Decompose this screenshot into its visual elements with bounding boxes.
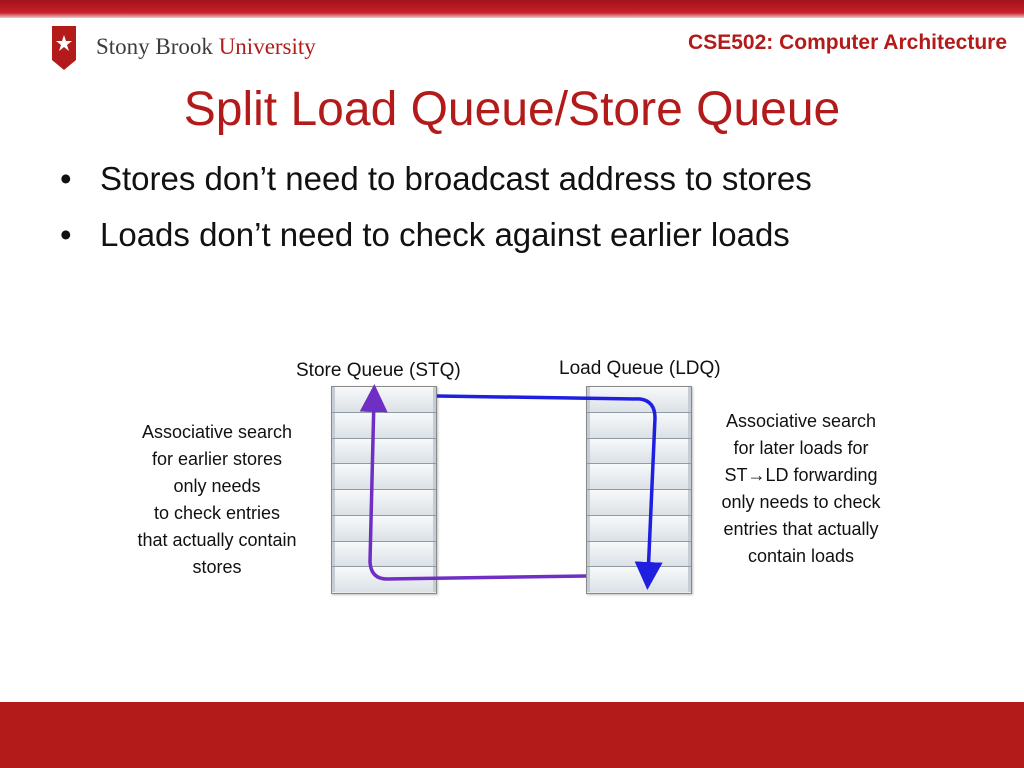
queue-slot: [332, 438, 436, 465]
store-queue: [331, 386, 437, 594]
bullet-list: • Stores don’t need to broadcast address …: [60, 160, 812, 272]
note-line: only needs: [173, 476, 261, 496]
note-line: only needs to check: [721, 492, 881, 512]
queue-slot: [332, 464, 436, 490]
load-queue-label: Load Queue (LDQ): [559, 358, 721, 379]
note-line: to check entries: [153, 503, 281, 523]
bullet-item: • Stores don’t need to broadcast address …: [60, 160, 812, 216]
queue-slot: [587, 490, 691, 516]
bottom-banner: [0, 702, 1024, 768]
store-queue-label: Store Queue (STQ): [296, 360, 461, 381]
queue-slot: [587, 438, 691, 465]
queue-slot: [587, 541, 691, 568]
note-line: stores: [192, 557, 242, 577]
queue-slot: [587, 387, 691, 413]
bullet-item: • Loads don’t need to check against earli…: [60, 216, 812, 272]
university-logo: Stony Brook University: [52, 26, 322, 70]
note-line: ST→LD forwarding: [724, 465, 878, 485]
course-title: CSE502: Computer Architecture: [688, 31, 1007, 54]
top-banner: [0, 0, 1024, 18]
shield-icon: [52, 26, 76, 70]
queue-slot: [332, 567, 436, 592]
note-line: contain loads: [747, 546, 855, 566]
queue-slot: [587, 515, 691, 542]
queue-slot: [332, 387, 436, 413]
note-line: Associative search: [141, 422, 293, 442]
queue-slot: [587, 464, 691, 490]
load-queue: [586, 386, 692, 594]
logo-suffix: University: [218, 34, 316, 59]
logo-wordmark: Stony Brook University: [96, 34, 316, 60]
note-line: for earlier stores: [151, 449, 283, 469]
note-line: entries that actually: [723, 519, 879, 539]
logo-name: Stony Brook: [96, 34, 213, 59]
queue-slot: [332, 515, 436, 542]
queue-slot: [587, 412, 691, 439]
bullet-icon: •: [60, 216, 72, 253]
slide-title: Split Load Queue/Store Queue: [183, 83, 841, 136]
bullet-text: Loads don’t need to check against earlie…: [100, 216, 790, 253]
bullet-text: Stores don’t need to broadcast address t…: [100, 160, 812, 197]
queue-slot: [587, 567, 691, 592]
note-line: Associative search: [725, 411, 877, 431]
note-line: for later loads for: [733, 438, 869, 458]
store-search-note: Associative search for earlier stores only…: [112, 419, 322, 581]
queue-slot: [332, 412, 436, 439]
bullet-icon: •: [60, 160, 72, 197]
note-line: that actually contain: [137, 530, 297, 550]
queue-slot: [332, 490, 436, 516]
queue-slot: [332, 541, 436, 568]
